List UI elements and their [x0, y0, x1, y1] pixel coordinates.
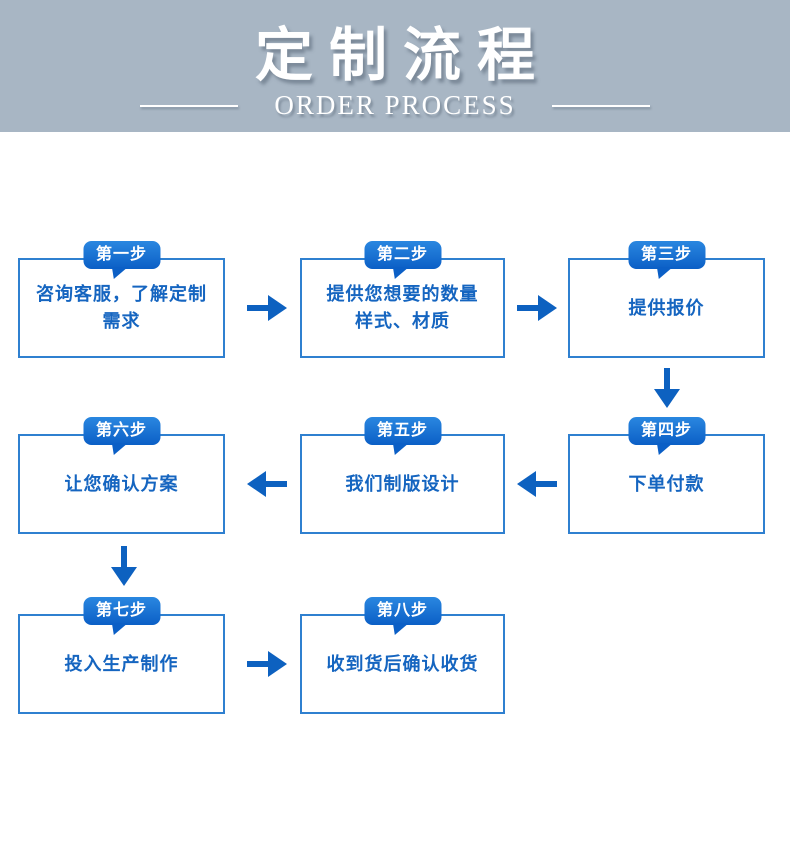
step-label: 第八步 [376, 602, 429, 619]
arrow-right-icon [247, 649, 287, 679]
step-text-2: 提供您想要的数量 样式、材质 [302, 260, 503, 356]
step-label: 第一步 [95, 246, 148, 263]
step-text-line: 收到货后确认收货 [326, 653, 479, 674]
step-text-3: 提供报价 [570, 260, 763, 356]
arrow-down-icon [109, 546, 139, 586]
step-box-4: 第四步 下单付款 [568, 417, 765, 534]
step-text-line: 提供报价 [628, 297, 705, 318]
step-box-1: 第一步 咨询客服，了解定制 需求 [18, 241, 225, 358]
step-text-line: 提供您想要的数量 [326, 284, 479, 304]
step-tab-1: 第一步 [82, 241, 161, 279]
step-tab-7: 第七步 [82, 597, 161, 635]
divider-line-right [551, 104, 650, 107]
arrow-right-icon [517, 293, 557, 323]
step-box-2: 第二步 提供您想要的数量 样式、材质 [300, 241, 505, 358]
step-text-line: 样式、材质 [355, 311, 450, 331]
page-header: 定制流程 ORDER PROCESS [0, 0, 790, 132]
page-subtitle: ORDER PROCESS [274, 90, 516, 120]
step-tab-3: 第三步 [627, 241, 706, 279]
arrow-left-icon [247, 469, 287, 499]
step-box-3: 第三步 提供报价 [568, 241, 765, 358]
step-text-1: 咨询客服，了解定制 需求 [20, 260, 223, 356]
arrow-down-icon [652, 368, 682, 408]
step-tab-6: 第六步 [82, 417, 161, 455]
step-text-7: 投入生产制作 [20, 616, 223, 712]
step-tab-8: 第八步 [363, 597, 442, 635]
subtitle-row: ORDER PROCESS [0, 90, 790, 121]
step-label: 第二步 [376, 246, 429, 263]
step-text-4: 下单付款 [570, 436, 763, 532]
step-label: 第三步 [640, 246, 693, 263]
page-title: 定制流程 [254, 23, 551, 88]
step-text-line: 我们制版设计 [345, 473, 460, 494]
arrow-left-icon [517, 469, 557, 499]
divider-line-left [140, 104, 239, 107]
step-box-5: 第五步 我们制版设计 [300, 417, 505, 534]
step-label: 第五步 [376, 422, 429, 439]
step-text-line: 下单付款 [628, 473, 705, 494]
step-tab-4: 第四步 [627, 417, 706, 455]
step-tab-5: 第五步 [363, 417, 442, 455]
step-text-6: 让您确认方案 [20, 436, 223, 532]
step-box-8: 第八步 收到货后确认收货 [300, 597, 505, 714]
step-label: 第四步 [640, 422, 693, 439]
step-text-line: 让您确认方案 [64, 473, 179, 494]
step-tab-2: 第二步 [363, 241, 442, 279]
step-label: 第七步 [95, 602, 148, 619]
step-text-line: 投入生产制作 [64, 653, 179, 674]
step-box-6: 第六步 让您确认方案 [18, 417, 225, 534]
arrow-right-icon [247, 293, 287, 323]
step-box-7: 第七步 投入生产制作 [18, 597, 225, 714]
step-text-line: 咨询客服，了解定制 [36, 284, 207, 304]
step-text-line: 需求 [102, 311, 141, 331]
step-label: 第六步 [95, 422, 148, 439]
step-text-5: 我们制版设计 [302, 436, 503, 532]
step-text-8: 收到货后确认收货 [302, 616, 503, 712]
